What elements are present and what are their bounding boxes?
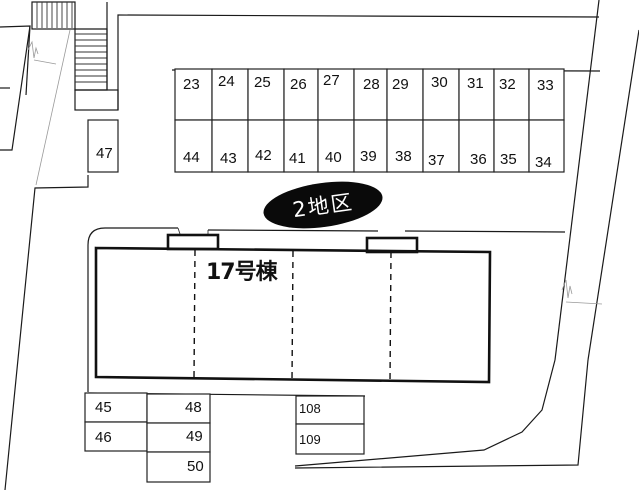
ground-marks (27, 40, 603, 305)
slot-number-32: 32 (499, 76, 516, 93)
slot-number-47: 47 (96, 145, 113, 162)
slot-number-34: 34 (535, 154, 552, 171)
slot-number-38: 38 (395, 148, 412, 165)
stairs (31, 1, 119, 111)
slot-number-108: 108 (299, 401, 321, 416)
slot-number-35: 35 (500, 151, 517, 168)
building-label: 17号棟 (206, 260, 278, 285)
slot-number-33: 33 (537, 77, 554, 94)
parking-grid (174, 68, 565, 173)
slot-number-29: 29 (392, 76, 409, 93)
slot-number-48: 48 (185, 399, 202, 416)
upper-lot-outline (117, 0, 639, 361)
slot-number-36: 36 (470, 151, 487, 168)
slot-number-49: 49 (186, 428, 203, 445)
slot-number-109: 109 (299, 432, 321, 447)
slot-number-28: 28 (363, 76, 380, 93)
slot-number-27: 27 (323, 72, 340, 89)
slot-number-25: 25 (254, 74, 271, 91)
slot-number-41: 41 (289, 150, 306, 167)
slot-number-26: 26 (290, 76, 307, 93)
slot-number-37: 37 (428, 152, 445, 169)
lower-slots (84, 392, 365, 483)
left-boundary (0, 25, 89, 491)
slot-number-39: 39 (360, 148, 377, 165)
slot-number-30: 30 (431, 74, 448, 91)
slot-number-24: 24 (218, 73, 235, 90)
slot-number-50: 50 (187, 458, 204, 475)
slot-number-40: 40 (325, 149, 342, 166)
slot-number-43: 43 (220, 150, 237, 167)
parking-slot-47 (87, 119, 119, 173)
building-surround (87, 227, 566, 392)
building-17 (94, 233, 492, 384)
slot-number-31: 31 (467, 75, 484, 92)
slot-number-23: 23 (183, 76, 200, 93)
slot-number-46: 46 (95, 429, 112, 446)
slot-number-42: 42 (255, 147, 272, 164)
slot-number-45: 45 (95, 399, 112, 416)
slot-number-44: 44 (183, 149, 200, 166)
